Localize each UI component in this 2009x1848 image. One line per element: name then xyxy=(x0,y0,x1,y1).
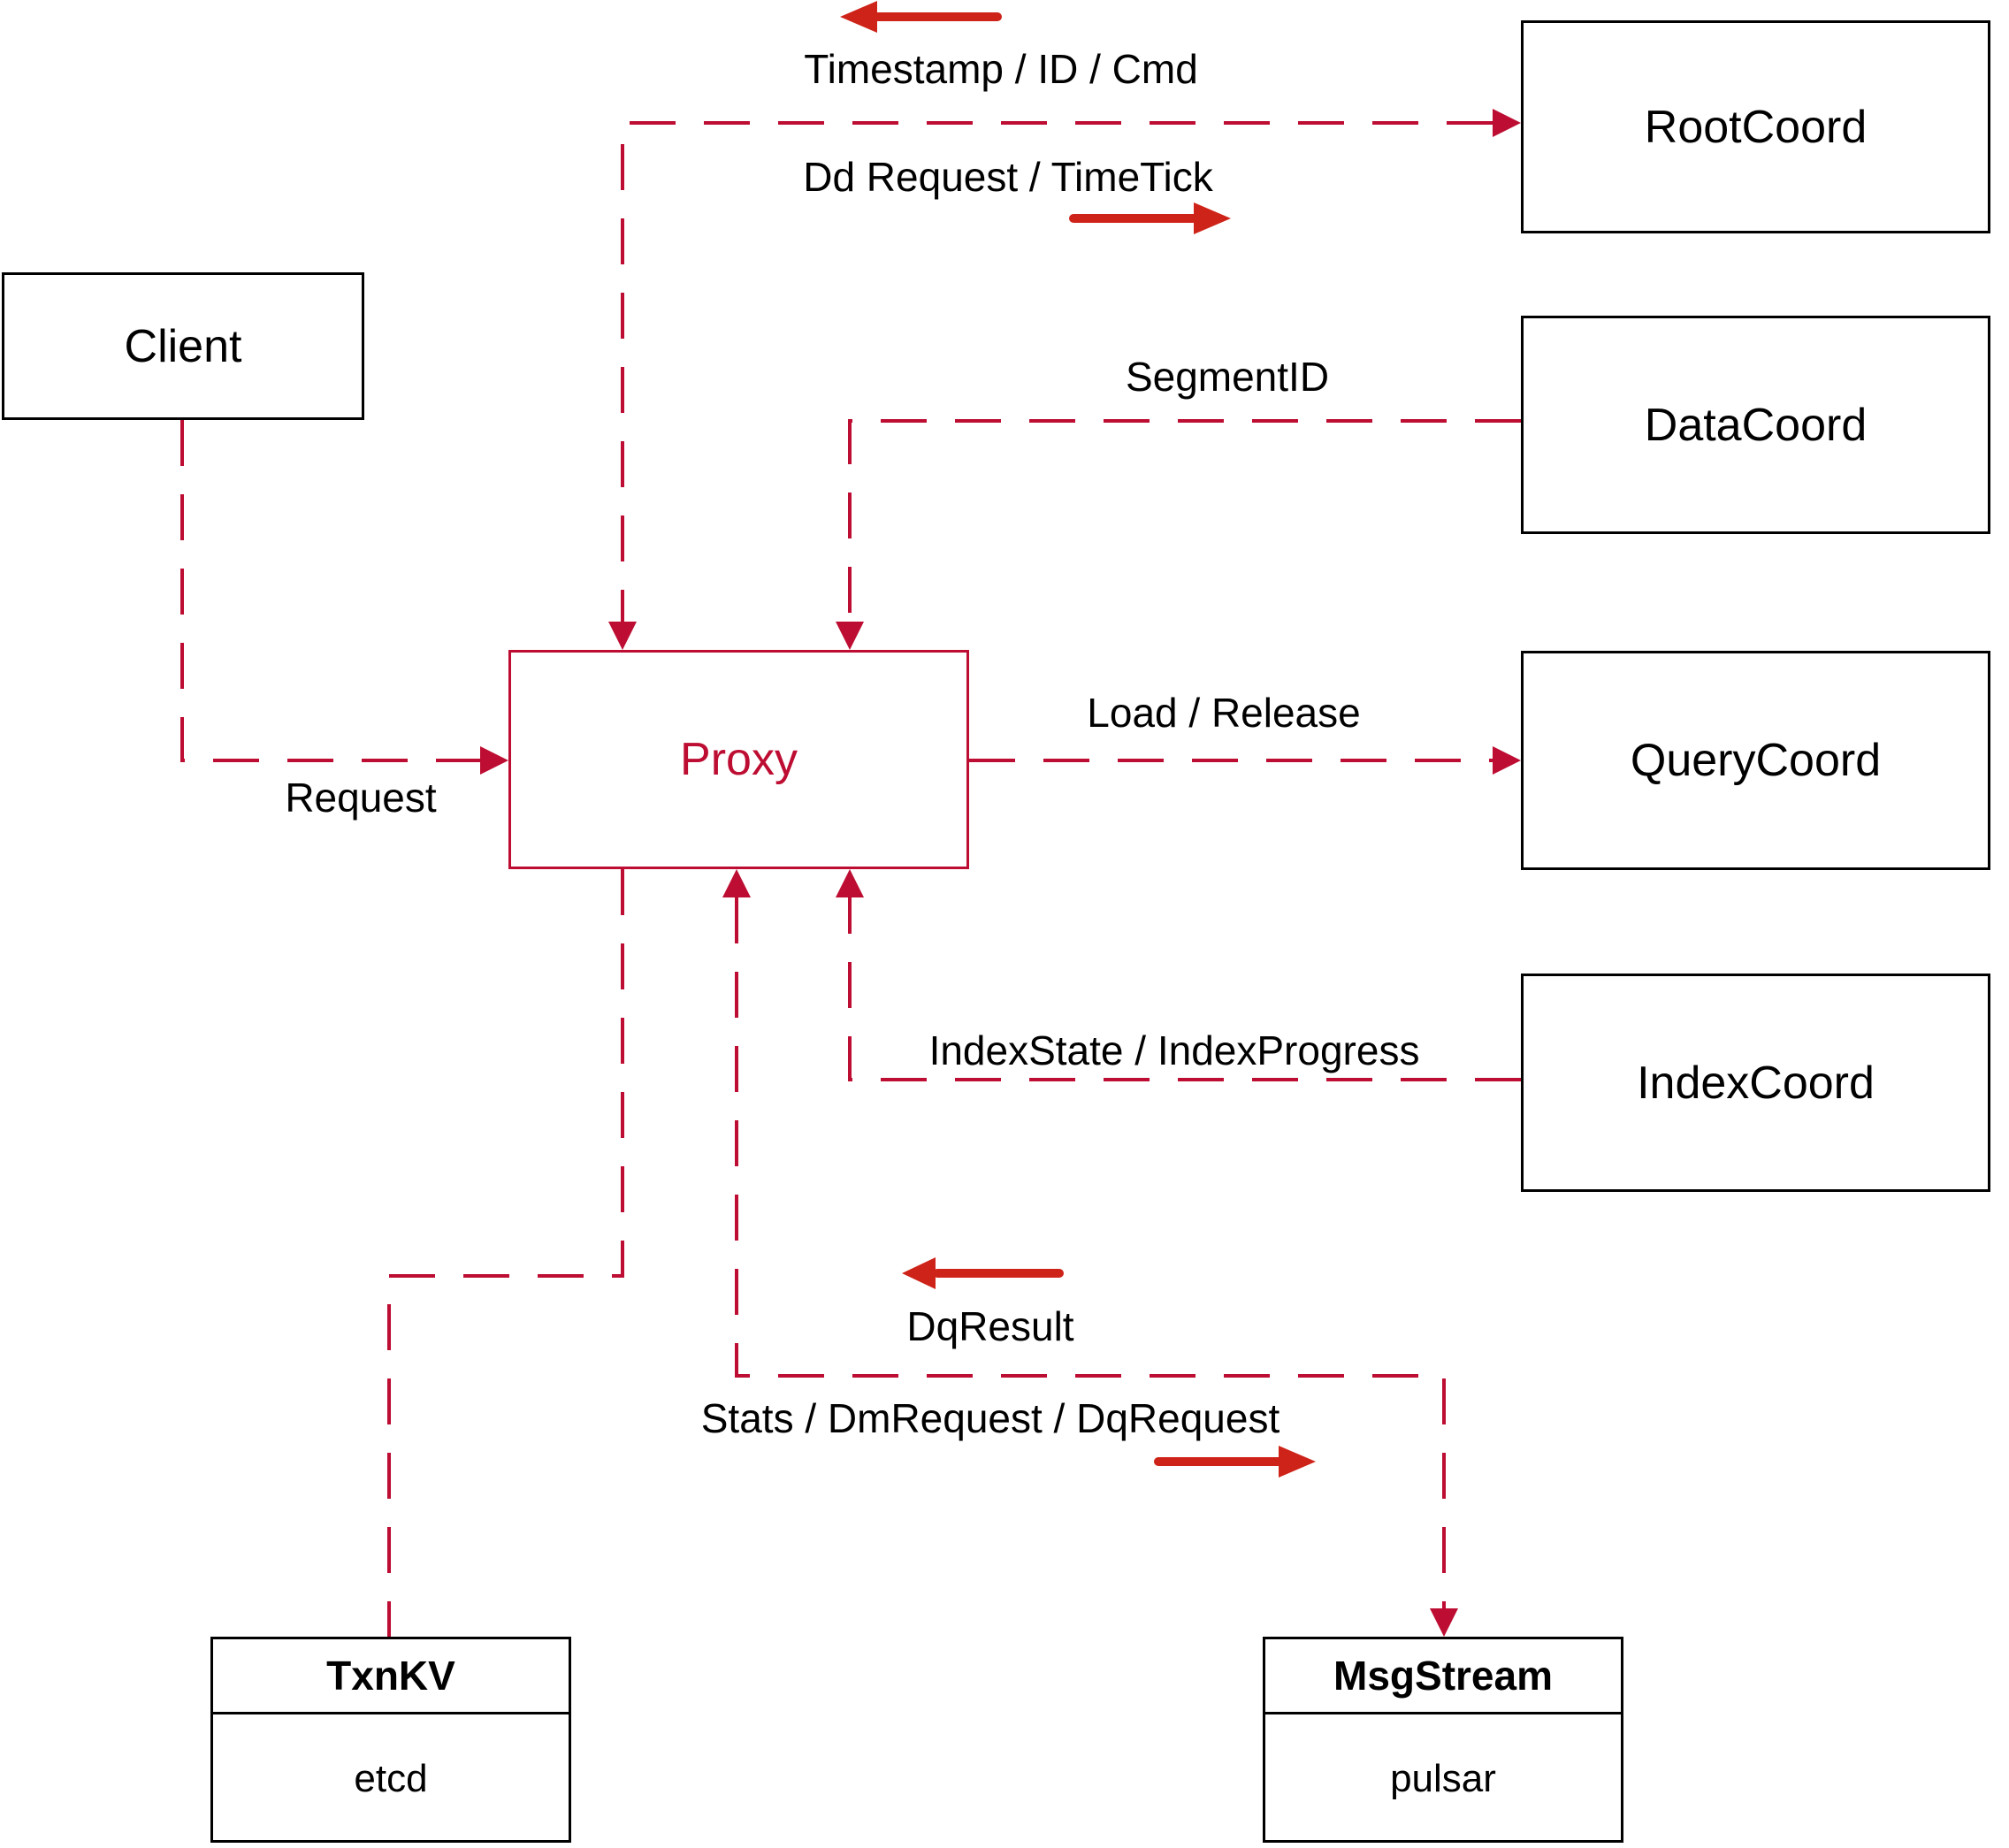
edge-label-request: Request xyxy=(285,775,437,821)
direction-arrowhead-right-stats xyxy=(1279,1446,1316,1478)
node-querycoord: QueryCoord xyxy=(1521,651,1990,870)
node-proxy: Proxy xyxy=(508,650,969,869)
edge-proxy-to-rootcoord xyxy=(621,121,1493,622)
node-datacoord-label: DataCoord xyxy=(1644,399,1868,451)
edge-client-to-proxy xyxy=(180,420,480,762)
node-msgstream-subtitle: pulsar xyxy=(1390,1756,1496,1800)
edge-label-dq-result: DqResult xyxy=(906,1303,1074,1349)
direction-arrowhead-left-dqresult xyxy=(902,1257,936,1289)
direction-arrowhead-left-top xyxy=(840,1,877,33)
edge-label-segment-id: SegmentID xyxy=(1125,354,1330,400)
arrowhead-into-querycoord xyxy=(1493,746,1521,775)
edge-proxy-to-txnkv xyxy=(387,869,624,1637)
node-msgstream-title: MsgStream xyxy=(1265,1639,1621,1714)
arrowhead-into-proxy-left xyxy=(480,746,508,775)
edge-label-timestamp: Timestamp / ID / Cmd xyxy=(804,46,1198,92)
direction-arrowhead-right-ddrequest xyxy=(1194,202,1231,234)
arrowhead-into-proxy-top-left xyxy=(608,622,637,650)
node-txnkv-title: TxnKV xyxy=(213,1639,569,1714)
node-indexcoord-label: IndexCoord xyxy=(1637,1057,1875,1109)
edge-label-stats: Stats / DmRequest / DqRequest xyxy=(700,1395,1280,1441)
node-querycoord-label: QueryCoord xyxy=(1630,735,1882,786)
arrowhead-into-proxy-top-right xyxy=(836,622,864,650)
node-indexcoord: IndexCoord xyxy=(1521,974,1990,1192)
arrowhead-into-proxy-bottom-right xyxy=(836,869,864,897)
node-client-label: Client xyxy=(124,320,242,372)
node-rootcoord: RootCoord xyxy=(1521,20,1990,233)
node-txnkv: TxnKV etcd xyxy=(210,1637,571,1843)
arrowhead-into-proxy-bottom-mid xyxy=(722,869,751,897)
edge-label-load-release: Load / Release xyxy=(1087,690,1361,736)
edge-proxy-to-msgstream xyxy=(735,897,1446,1608)
node-msgstream: MsgStream pulsar xyxy=(1263,1637,1623,1843)
node-rootcoord-label: RootCoord xyxy=(1644,101,1868,153)
edge-label-index-state: IndexState / IndexProgress xyxy=(928,1027,1420,1073)
edge-datacoord-to-proxy xyxy=(848,419,1521,622)
arrowhead-into-msgstream xyxy=(1430,1608,1458,1637)
arrowhead-into-rootcoord xyxy=(1493,109,1521,137)
node-txnkv-subtitle: etcd xyxy=(354,1756,428,1800)
node-client: Client xyxy=(2,272,364,420)
edge-label-dd-request: Dd Request / TimeTick xyxy=(803,154,1213,200)
node-datacoord: DataCoord xyxy=(1521,316,1990,534)
edge-indexcoord-to-proxy xyxy=(848,897,1521,1081)
node-proxy-label: Proxy xyxy=(680,734,798,785)
